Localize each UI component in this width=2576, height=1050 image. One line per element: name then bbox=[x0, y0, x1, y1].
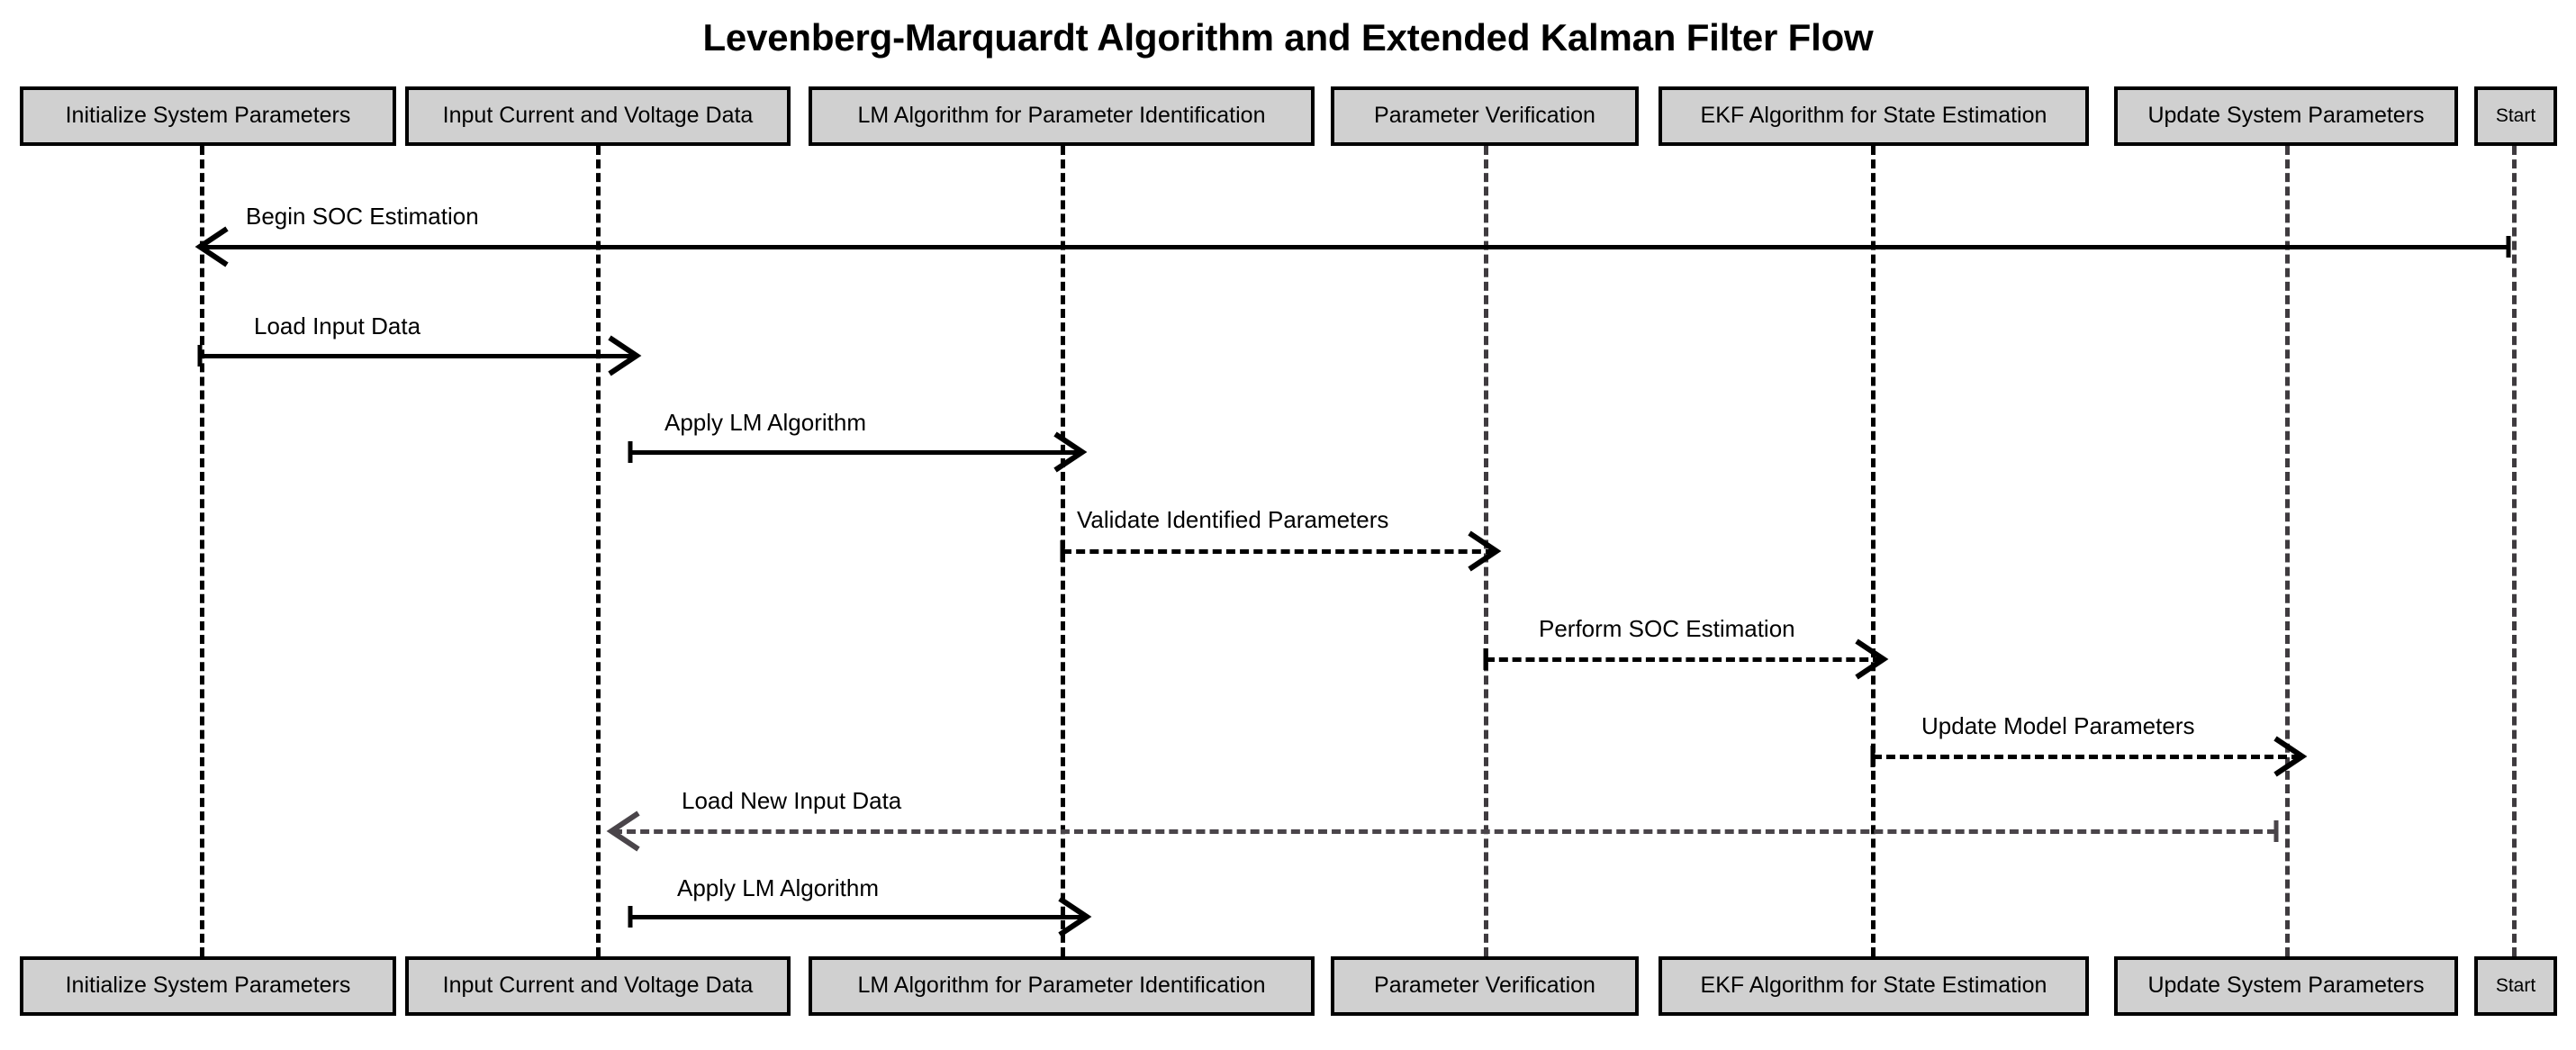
message-line-m2 bbox=[200, 354, 635, 358]
arrowhead-m6 bbox=[2273, 736, 2308, 777]
arrowhead-m4 bbox=[1468, 530, 1502, 572]
participant-label: EKF Algorithm for State Estimation bbox=[1700, 973, 2047, 999]
participant-footer-update[interactable]: Update System Parameters bbox=[2114, 956, 2458, 1016]
message-label-m3: Apply LM Algorithm bbox=[664, 409, 866, 436]
arrowhead-m2 bbox=[608, 335, 642, 376]
participant-label: Input Current and Voltage Data bbox=[442, 103, 754, 129]
participant-label: Update System Parameters bbox=[2147, 103, 2425, 129]
arrowhead-m1 bbox=[194, 226, 229, 267]
participant-label: EKF Algorithm for State Estimation bbox=[1700, 103, 2047, 129]
participant-label: Initialize System Parameters bbox=[65, 973, 351, 999]
participant-label: Initialize System Parameters bbox=[65, 103, 351, 129]
message-label-m4: Validate Identified Parameters bbox=[1077, 506, 1389, 533]
participant-footer-input[interactable]: Input Current and Voltage Data bbox=[405, 956, 791, 1016]
participant-label: LM Algorithm for Parameter Identificatio… bbox=[857, 973, 1266, 999]
participant-footer-start[interactable]: Start bbox=[2474, 956, 2557, 1016]
lifeline-update bbox=[2285, 146, 2290, 956]
participant-label: Input Current and Voltage Data bbox=[442, 973, 754, 999]
message-label-m8: Apply LM Algorithm bbox=[677, 874, 879, 901]
lifeline-input bbox=[596, 146, 601, 956]
message-origin-m8 bbox=[628, 906, 633, 928]
message-origin-m2 bbox=[197, 345, 203, 367]
participant-header-verify[interactable]: Parameter Verification bbox=[1331, 86, 1639, 146]
message-line-m8 bbox=[630, 915, 1085, 919]
lifeline-ekf bbox=[1871, 146, 1876, 956]
message-origin-m3 bbox=[628, 441, 633, 463]
participant-header-start[interactable]: Start bbox=[2474, 86, 2557, 146]
message-origin-m4 bbox=[1060, 540, 1065, 562]
participant-footer-ekf[interactable]: EKF Algorithm for State Estimation bbox=[1659, 956, 2089, 1016]
message-label-m6: Update Model Parameters bbox=[1921, 712, 2195, 739]
message-line-m5 bbox=[1486, 657, 1882, 662]
message-line-m4 bbox=[1062, 549, 1495, 554]
message-origin-m1 bbox=[2506, 236, 2511, 258]
message-label-m5: Perform SOC Estimation bbox=[1539, 615, 1795, 642]
participant-header-init[interactable]: Initialize System Parameters bbox=[20, 86, 396, 146]
participant-footer-verify[interactable]: Parameter Verification bbox=[1331, 956, 1639, 1016]
participant-footer-lm[interactable]: LM Algorithm for Parameter Identificatio… bbox=[809, 956, 1315, 1016]
participant-label: Update System Parameters bbox=[2147, 973, 2425, 999]
arrowhead-m3 bbox=[1053, 431, 1088, 473]
participant-header-update[interactable]: Update System Parameters bbox=[2114, 86, 2458, 146]
participant-header-lm[interactable]: LM Algorithm for Parameter Identificatio… bbox=[809, 86, 1315, 146]
arrowhead-m5 bbox=[1855, 638, 1889, 680]
participant-label: Start bbox=[2495, 975, 2536, 997]
participant-label: Start bbox=[2495, 105, 2536, 127]
message-label-m1: Begin SOC Estimation bbox=[246, 203, 479, 230]
page-title: Levenberg-Marquardt Algorithm and Extend… bbox=[702, 16, 1874, 59]
message-line-m7 bbox=[613, 829, 2276, 834]
lifeline-start bbox=[2512, 146, 2517, 956]
message-line-m3 bbox=[630, 450, 1080, 455]
lifeline-init bbox=[200, 146, 204, 956]
message-line-m1 bbox=[202, 245, 2508, 249]
participant-label: Parameter Verification bbox=[1374, 973, 1595, 999]
message-origin-m6 bbox=[1870, 746, 1876, 767]
participant-footer-init[interactable]: Initialize System Parameters bbox=[20, 956, 396, 1016]
message-origin-m5 bbox=[1483, 648, 1488, 670]
participant-header-input[interactable]: Input Current and Voltage Data bbox=[405, 86, 791, 146]
message-origin-m7 bbox=[2273, 820, 2279, 842]
arrowhead-m7 bbox=[606, 810, 640, 852]
participant-label: LM Algorithm for Parameter Identificatio… bbox=[857, 103, 1266, 129]
participant-label: Parameter Verification bbox=[1374, 103, 1595, 129]
message-label-m2: Load Input Data bbox=[254, 312, 421, 339]
participant-header-ekf[interactable]: EKF Algorithm for State Estimation bbox=[1659, 86, 2089, 146]
message-line-m6 bbox=[1873, 755, 2300, 759]
arrowhead-m8 bbox=[1058, 896, 1092, 937]
message-label-m7: Load New Input Data bbox=[682, 787, 902, 814]
